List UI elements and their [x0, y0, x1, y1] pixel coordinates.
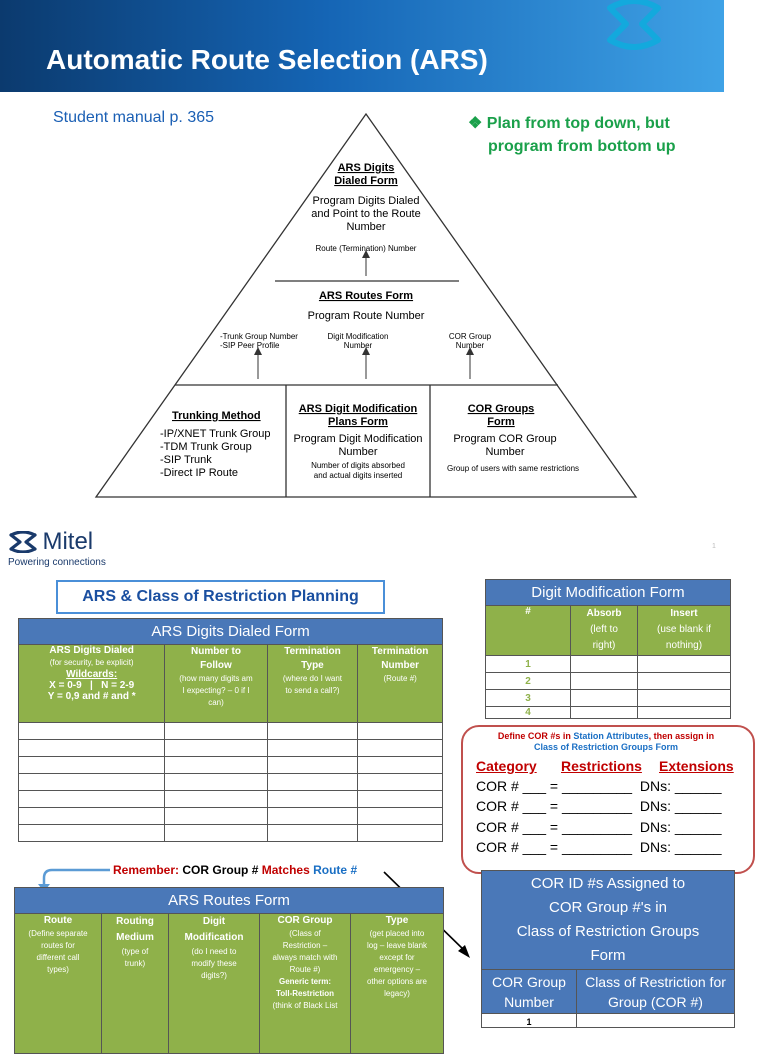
digits-dialed-table: ARS Digits Dialed Form ARS Digits Dialed… [17, 618, 443, 842]
top-note: Route (Termination) Number [316, 244, 417, 253]
table-row: 3 [485, 689, 731, 707]
trunking-title: Trunking Method [172, 410, 261, 422]
cor-groups-body-2: Number [485, 446, 524, 458]
cor-groups-body-1: Program COR Group [453, 433, 556, 445]
top-body-3: Number [346, 221, 385, 233]
header-cor-group-number: COR Group Number [481, 969, 577, 1014]
cor-note-line-1: Define COR #s in Station Attributes, the… [497, 731, 715, 741]
digit-mod-caption: Digit Modification Form [485, 579, 731, 606]
top-title-2: Dialed Form [334, 175, 398, 187]
header-hash: # [485, 605, 571, 656]
top-body-1: Program Digits Dialed [313, 195, 420, 207]
digitmod-title-1: ARS Digit Modification [299, 403, 418, 415]
digitmod-body-2: Number [338, 446, 377, 458]
page-title: Automatic Route Selection (ARS) [46, 44, 488, 75]
cor-groups-title-2: Form [487, 416, 515, 428]
cor-groups-caption: COR ID #s Assigned to COR Group #'s in C… [481, 870, 735, 970]
middle-left-note-1: -Trunk Group Number [220, 332, 298, 341]
cor-note-line-2: Class of Restriction Groups Form [533, 742, 679, 752]
table-row [17, 722, 443, 740]
digit-modification-table: Digit Modification Form # Absorb(left to… [485, 579, 731, 719]
cor-groups-table: COR ID #s Assigned to COR Group #'s in C… [481, 870, 735, 1028]
mitel-logo: Mitel [8, 528, 93, 556]
middle-center-note-1: Digit Modification [328, 332, 389, 341]
mitel-mark-icon [607, 0, 661, 50]
middle-title: ARS Routes Form [319, 290, 413, 302]
digits-dialed-caption: ARS Digits Dialed Form [18, 618, 443, 645]
plan-tip: ❖ Plan from top down, but program from b… [468, 115, 676, 155]
cor-header-category: Category [476, 758, 537, 774]
table-row [17, 773, 443, 791]
table-row: 1 [485, 655, 731, 673]
cor-header-extensions: Extensions [659, 758, 734, 774]
table-row [17, 739, 443, 757]
mitel-wordmark: Mitel [42, 528, 94, 555]
header-type: Type (get placed into log – leave blank … [350, 913, 444, 1054]
trunking-item-4: -Direct IP Route [160, 467, 238, 479]
routes-caption: ARS Routes Form [14, 887, 444, 914]
header-cor-group: COR Group (Class of Restriction – always… [259, 913, 351, 1054]
cor-entry-line[interactable]: COR # ___ = _________ DNs: ______ [476, 778, 722, 794]
header-ars-digits: ARS Digits Dialed (for security, be expl… [17, 644, 166, 723]
digitmod-note-1: Number of digits absorbed [311, 461, 405, 470]
title-bar: Automatic Route Selection (ARS) [0, 0, 724, 92]
middle-right-note-2: Number [456, 341, 485, 350]
mitel-tagline: Powering connections [8, 557, 106, 568]
top-title-1: ARS Digits [338, 162, 395, 174]
digitmod-title-2: Plans Form [328, 416, 388, 428]
cor-entry-line[interactable]: COR # ___ = _________ DNs: ______ [476, 839, 722, 855]
arrow-diagonal-icon [458, 945, 470, 958]
header-class-of-restriction: Class of Restriction for Group (COR #) [576, 969, 735, 1014]
ars-routes-table: ARS Routes Form Route (Define separate r… [14, 887, 444, 1054]
planning-tables-title: ARS & Class of Restriction Planning Tabl… [56, 580, 385, 635]
cor-header-restrictions: Restrictions [561, 758, 642, 774]
ars-pyramid-diagram: ARS Digits Dialed Form Program Digits Di… [94, 112, 638, 498]
digitmod-body-1: Program Digit Modification [294, 433, 423, 445]
manual-reference: Student manual p. 365 [53, 109, 215, 126]
middle-right-note-1: COR Group [449, 332, 492, 341]
cor-groups-title-1: COR Groups [468, 403, 535, 415]
middle-left-note-2: -SIP Peer Profile [220, 341, 280, 350]
header-route: Route (Define separate routes for differ… [14, 913, 102, 1054]
table-row: 4 [485, 706, 731, 719]
trunking-item-2: -TDM Trunk Group [160, 441, 252, 453]
trunking-item-3: -SIP Trunk [160, 454, 212, 466]
table-row [17, 824, 443, 842]
table-row: 1 [481, 1013, 735, 1028]
top-body-2: and Point to the Route [311, 208, 420, 220]
digitmod-note-2: and actual digits inserted [314, 471, 403, 480]
table-row [17, 756, 443, 774]
cor-entry-line[interactable]: COR # ___ = _________ DNs: ______ [476, 798, 722, 814]
table-row [17, 790, 443, 808]
diamond-bullet-icon: ❖ [468, 115, 483, 132]
cor-groups-note: Group of users with same restrictions [447, 464, 579, 473]
middle-body: Program Route Number [308, 310, 425, 322]
middle-center-note-2: Number [344, 341, 373, 350]
page-number: 1 [712, 543, 716, 550]
remember-note: Remember: COR Group # Matches Route # [113, 863, 358, 877]
table-row: 2 [485, 672, 731, 690]
table-row [17, 807, 443, 825]
cor-entry-line[interactable]: COR # ___ = _________ DNs: ______ [476, 819, 722, 835]
mitel-logo-icon [9, 530, 37, 554]
trunking-item-1: -IP/XNET Trunk Group [160, 428, 270, 440]
